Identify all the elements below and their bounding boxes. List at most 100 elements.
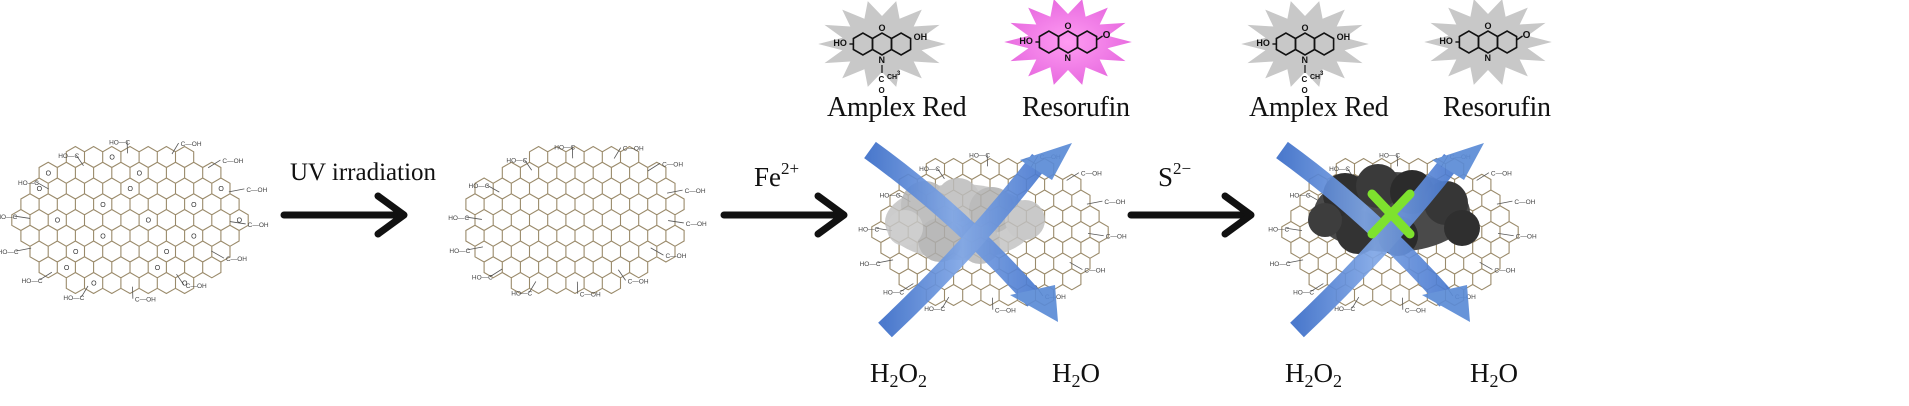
- h2o-label-panel4: H2O: [1470, 358, 1518, 391]
- svg-text:HO—C: HO—C: [1268, 226, 1289, 233]
- svg-text:HO—C: HO—C: [1293, 289, 1314, 296]
- reduced-graphene-sheet-2-icon: C—OH C—OH C—OH C—OH HO—C HO—C HO—C HO—C HO—C HO—C…: [858, 152, 1127, 314]
- svg-text:O: O: [182, 281, 188, 288]
- svg-text:O: O: [1523, 30, 1531, 41]
- svg-text:C—OH: C—OH: [995, 308, 1016, 315]
- svg-text:C: C: [879, 75, 885, 84]
- svg-text:HO—C: HO—C: [449, 248, 470, 255]
- svg-text:C—OH: C—OH: [1104, 199, 1125, 206]
- flow-arrows-panel4: [1276, 141, 1484, 338]
- svg-text:O: O: [137, 170, 143, 177]
- svg-text:C: C: [1302, 75, 1308, 84]
- svg-text:HO—C: HO—C: [969, 152, 990, 159]
- svg-text:O: O: [164, 249, 170, 256]
- svg-text:O: O: [109, 155, 115, 162]
- svg-text:HO—C: HO—C: [924, 306, 945, 313]
- graphene-oxide-sheet-icon: C—OHC—OHC—OHC—OHHO—CHO—CHO—CHO—CHO—CHO—C…: [0, 139, 269, 303]
- svg-text:CH: CH: [887, 74, 897, 81]
- svg-text:HO—C: HO—C: [1329, 166, 1350, 173]
- svg-text:HO—C: HO—C: [469, 183, 490, 190]
- svg-text:O: O: [73, 249, 79, 256]
- h2o-label-panel3: H2O: [1052, 358, 1100, 391]
- svg-text:HO: HO: [1439, 36, 1453, 46]
- step-arrow-3: [1127, 192, 1255, 238]
- svg-text:HO—C: HO—C: [448, 215, 469, 222]
- svg-text:O: O: [128, 186, 134, 193]
- svg-text:O: O: [46, 170, 52, 177]
- svg-text:HO—C: HO—C: [1290, 192, 1311, 199]
- svg-text:C—OH: C—OH: [246, 187, 267, 194]
- svg-text:C—OH: C—OH: [628, 278, 649, 285]
- svg-text:O: O: [879, 23, 886, 33]
- svg-text:O: O: [146, 218, 152, 225]
- svg-text:O: O: [237, 218, 243, 225]
- amplex-red-label-panel3: Amplex Red: [827, 92, 967, 123]
- svg-text:C—OH: C—OH: [1106, 234, 1127, 241]
- resorufin-label-panel3: Resorufin: [1022, 92, 1130, 123]
- svg-text:C—OH: C—OH: [665, 253, 686, 260]
- svg-text:O: O: [191, 202, 197, 209]
- svg-text:CH: CH: [1310, 74, 1320, 81]
- svg-text:O: O: [1302, 86, 1308, 95]
- svg-text:O: O: [64, 265, 70, 272]
- h2o2-label-panel4: H2O2: [1285, 358, 1342, 391]
- svg-text:HO—C: HO—C: [58, 153, 79, 160]
- svg-text:C—OH: C—OH: [248, 222, 269, 229]
- h2o2-label-panel3: H2O2: [870, 358, 927, 391]
- step-arrow-1: [280, 192, 408, 238]
- svg-text:C—OH: C—OH: [226, 256, 247, 263]
- sulfide-label: S2−: [1158, 159, 1192, 192]
- svg-text:HO—C: HO—C: [880, 192, 901, 199]
- svg-text:O: O: [100, 233, 106, 240]
- svg-text:HO—C: HO—C: [109, 139, 130, 146]
- svg-text:HO—C: HO—C: [18, 180, 39, 187]
- svg-text:HO: HO: [1019, 36, 1033, 46]
- svg-text:N: N: [1485, 53, 1492, 63]
- svg-text:C—OH: C—OH: [1491, 171, 1512, 178]
- svg-text:O: O: [37, 186, 43, 193]
- svg-text:HO—C: HO—C: [1379, 152, 1400, 159]
- svg-text:3: 3: [1320, 71, 1324, 77]
- svg-text:O: O: [55, 218, 61, 225]
- fe-label: Fe2+: [754, 159, 800, 192]
- reduced-graphene-sheet-1-icon: C—OH C—OH C—OH C—OH HO—C HO—C HO—C HO—C HO—C HO—C…: [448, 144, 707, 298]
- svg-text:HO—C: HO—C: [506, 158, 527, 165]
- svg-text:HO—C: HO—C: [1334, 306, 1355, 313]
- svg-text:C—OH: C—OH: [135, 297, 156, 304]
- svg-text:O: O: [218, 186, 224, 193]
- svg-text:C—OH: C—OH: [580, 292, 601, 299]
- svg-text:C—OH: C—OH: [1081, 171, 1102, 178]
- block-cross-icon: [1367, 189, 1415, 239]
- svg-text:O: O: [91, 281, 97, 288]
- svg-text:N: N: [1065, 53, 1072, 63]
- svg-text:O: O: [1103, 30, 1111, 41]
- resorufin-label-panel4: Resorufin: [1443, 92, 1551, 123]
- svg-text:HO—C: HO—C: [858, 226, 879, 233]
- svg-text:C—OH: C—OH: [1516, 234, 1537, 241]
- svg-text:HO—C: HO—C: [919, 166, 940, 173]
- svg-text:C—OH: C—OH: [186, 283, 207, 290]
- svg-text:O: O: [1302, 23, 1309, 33]
- svg-text:C—OH: C—OH: [1084, 268, 1105, 275]
- svg-text:HO—C: HO—C: [0, 214, 18, 221]
- svg-text:C—OH: C—OH: [623, 146, 644, 153]
- svg-text:C—OH: C—OH: [181, 141, 202, 148]
- svg-text:C—OH: C—OH: [685, 188, 706, 195]
- svg-text:HO—C: HO—C: [554, 144, 575, 151]
- amplex-red-label-panel4: Amplex Red: [1249, 92, 1389, 123]
- svg-text:N: N: [879, 55, 886, 65]
- svg-text:HO—C: HO—C: [472, 275, 493, 282]
- svg-text:O: O: [155, 265, 161, 272]
- svg-text:N: N: [1302, 55, 1309, 65]
- svg-text:C—OH: C—OH: [1494, 268, 1515, 275]
- svg-text:HO—C: HO—C: [511, 290, 532, 297]
- uv-irradiation-label: UV irradiation: [290, 159, 437, 186]
- svg-text:C—OH: C—OH: [686, 221, 707, 228]
- svg-text:HO: HO: [833, 38, 847, 48]
- svg-text:HO—C: HO—C: [883, 289, 904, 296]
